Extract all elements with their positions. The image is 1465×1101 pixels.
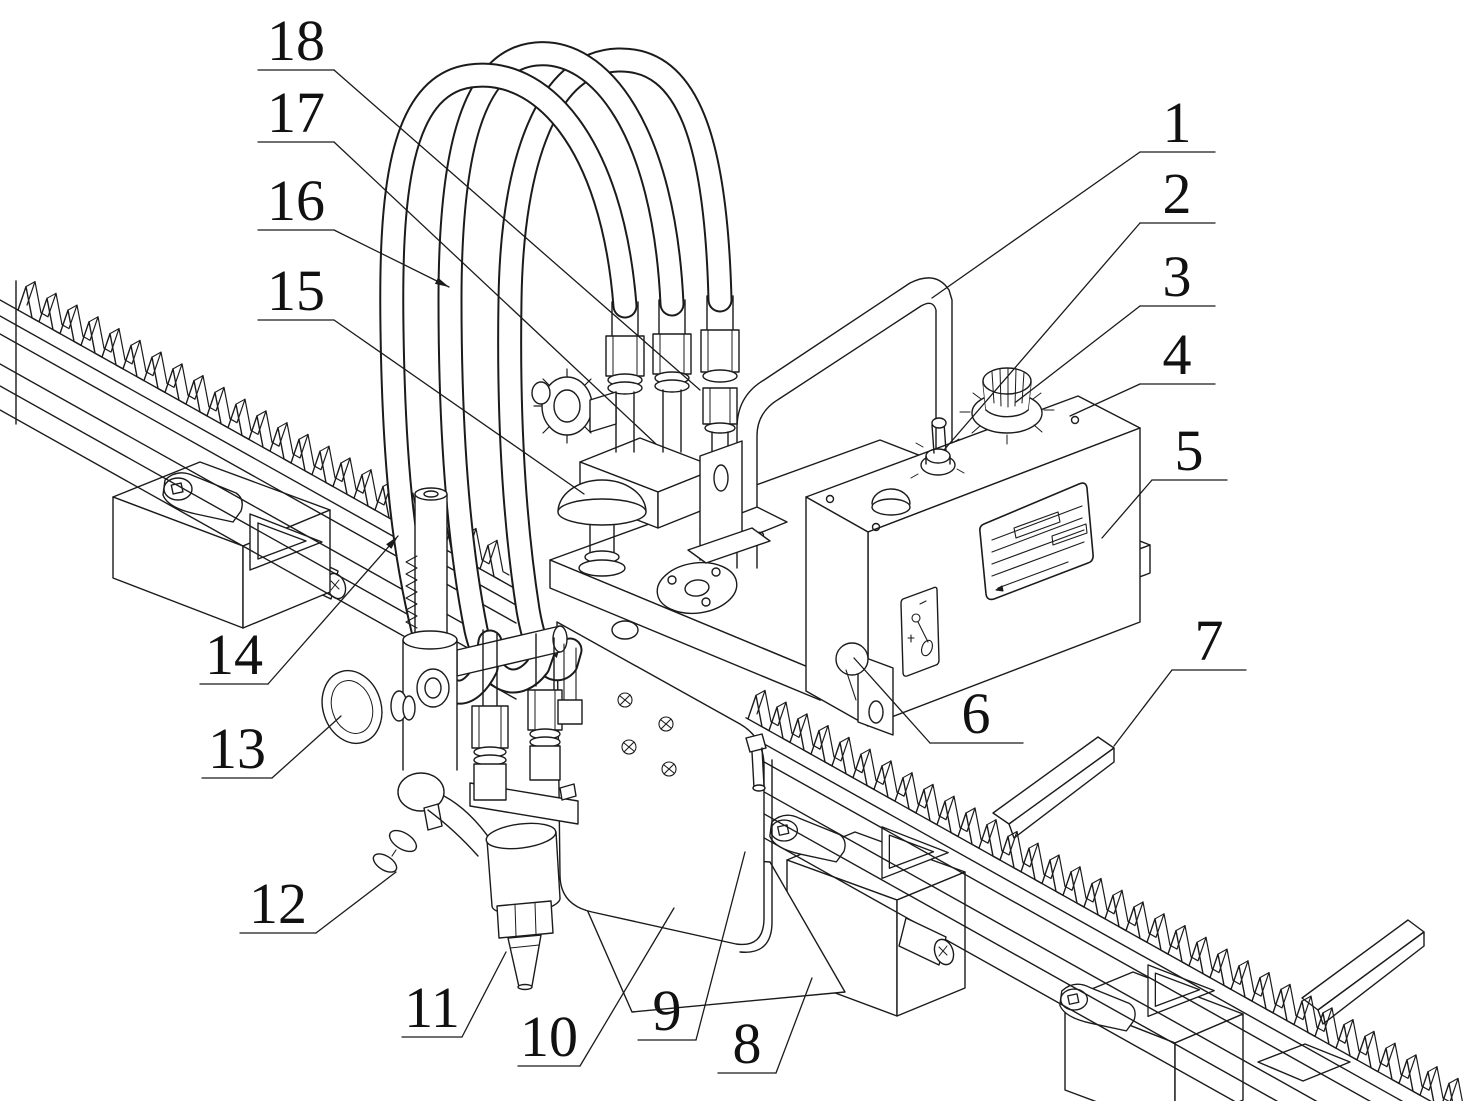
callout-11: 11 [401, 951, 507, 1040]
callout-label-8: 8 [733, 1011, 762, 1076]
callout-6: 6 [853, 657, 1024, 746]
callout-12: 12 [239, 871, 397, 936]
curved-strip [739, 759, 773, 953]
swivel-ball [397, 772, 445, 812]
torch-inlet-b [527, 633, 563, 781]
callout-label-7: 7 [1195, 608, 1224, 673]
callout-1: 1 [931, 90, 1216, 299]
knurled-valve [531, 368, 617, 444]
callout-label-1: 1 [1163, 90, 1192, 155]
dome-knob [557, 479, 647, 577]
callout-label-17: 17 [267, 80, 325, 145]
callout-label-16: 16 [267, 168, 325, 233]
callout-15: 15 [257, 258, 585, 495]
hose-fitting-3 [700, 295, 740, 469]
callout-label-13: 13 [208, 716, 266, 781]
torch-assembly [321, 487, 583, 991]
callout-label-15: 15 [267, 258, 325, 323]
callout-7: 7 [1113, 608, 1247, 747]
wing-valve [372, 803, 443, 873]
callout-14: 14 [199, 535, 399, 687]
callout-18: 18 [257, 8, 701, 391]
plate-screws [617, 692, 677, 777]
callout-13: 13 [201, 715, 342, 781]
support-block-right [1059, 964, 1351, 1101]
lift-rack [405, 555, 418, 629]
nozzle [496, 900, 554, 991]
torch-inlet-a [471, 629, 509, 801]
control-box [805, 367, 1141, 727]
callout-2: 2 [943, 161, 1216, 451]
callout-5: 5 [1101, 418, 1228, 539]
callout-17: 17 [257, 80, 657, 445]
callout-9: 9 [637, 851, 746, 1043]
guide-bracket-upper [992, 736, 1115, 839]
callout-label-9: 9 [653, 978, 682, 1043]
callout-10: 10 [517, 907, 675, 1069]
clutch-handle [835, 642, 894, 736]
hose-3 [497, 47, 733, 682]
hose-manifold [531, 295, 771, 577]
clamp-knob [321, 669, 416, 745]
callout-label-2: 2 [1163, 161, 1192, 226]
callout-label-4: 4 [1163, 322, 1192, 387]
clutch-plate [900, 586, 940, 677]
indicator-dome [871, 488, 911, 516]
callout-label-5: 5 [1175, 418, 1204, 483]
guide-bracket-lower [1301, 919, 1425, 1025]
torch-slide-body [402, 630, 458, 771]
callout-16: 16 [257, 168, 450, 288]
plate-bolt [745, 733, 767, 792]
rail-left-segment [0, 280, 517, 700]
callout-label-18: 18 [267, 8, 325, 73]
callout-label-14: 14 [205, 622, 263, 687]
callout-label-11: 11 [404, 975, 460, 1040]
torch-inlet-c [557, 643, 583, 725]
callout-4: 4 [1069, 322, 1216, 417]
toggle-switch [910, 417, 965, 479]
hose-fitting-1 [605, 301, 645, 453]
callout-label-6: 6 [962, 681, 991, 746]
callout-label-3: 3 [1163, 244, 1192, 309]
callout-3: 3 [1015, 244, 1216, 403]
callout-label-10: 10 [520, 1004, 578, 1069]
nameplate [979, 482, 1094, 601]
vertical-post [405, 487, 448, 651]
rail-right-segment [745, 689, 1463, 1101]
callout-label-12: 12 [249, 871, 307, 936]
support-block-left [112, 461, 331, 629]
torch-barrel [485, 822, 561, 915]
manifold-bracket [687, 440, 771, 564]
callout-8: 8 [717, 977, 813, 1076]
hose-fitting-2 [652, 299, 692, 453]
